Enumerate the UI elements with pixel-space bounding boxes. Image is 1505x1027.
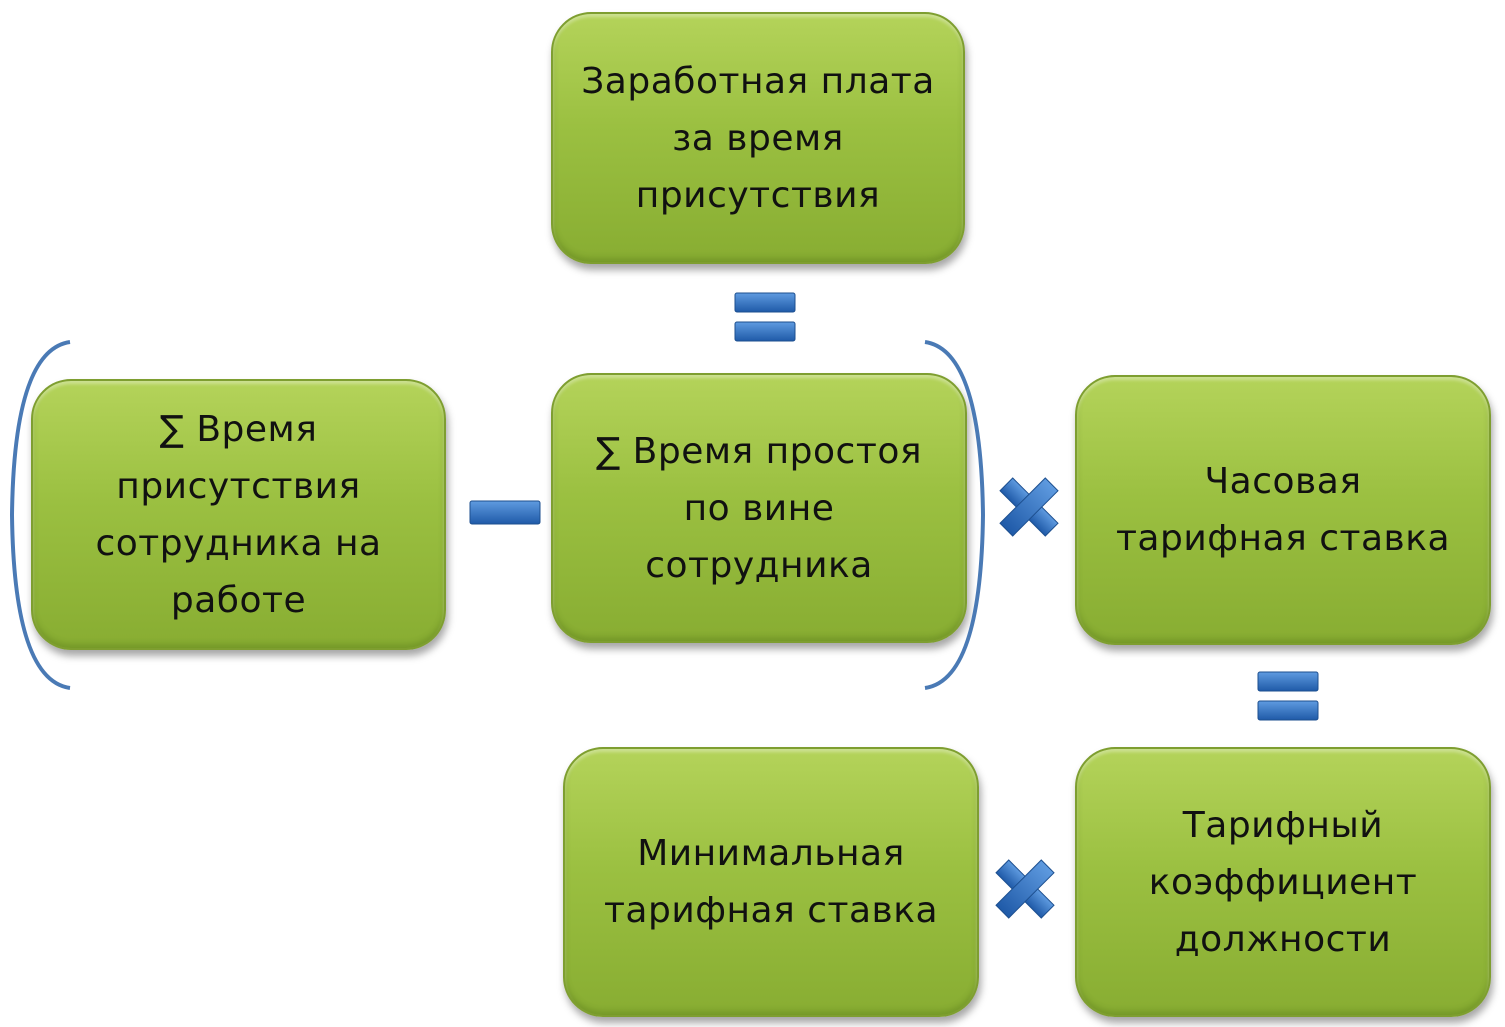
coefficient-label: Тарифный коэффициент должности <box>1148 804 1418 960</box>
hourly-rate-box: Часовая тарифная ставка <box>1075 375 1491 645</box>
coefficient-box: Тарифный коэффициент должности <box>1075 747 1491 1017</box>
min-rate-label: Минимальная тарифная ставка <box>603 833 939 931</box>
presence-time-label: ∑ Время присутствия сотрудника на работе <box>95 408 382 621</box>
downtime-label: ∑ Время простоя по вине сотрудника <box>595 430 922 586</box>
left-bracket <box>9 340 71 690</box>
presence-time-box: ∑ Время присутствия сотрудника на работе <box>31 379 446 650</box>
minus-icon <box>469 500 541 525</box>
right-bracket <box>924 340 986 690</box>
salary-box: Заработная плата за время присутствия <box>551 12 965 264</box>
min-rate-box: Минимальная тарифная ставка <box>563 747 979 1017</box>
hourly-rate-label: Часовая тарифная ставка <box>1115 461 1451 559</box>
equals-icon <box>1257 671 1319 721</box>
equals-icon <box>734 292 796 342</box>
multiply-icon <box>995 859 1055 919</box>
salary-label: Заработная плата за время присутствия <box>581 60 935 216</box>
downtime-box: ∑ Время простоя по вине сотрудника <box>551 373 967 643</box>
multiply-icon <box>999 477 1059 537</box>
